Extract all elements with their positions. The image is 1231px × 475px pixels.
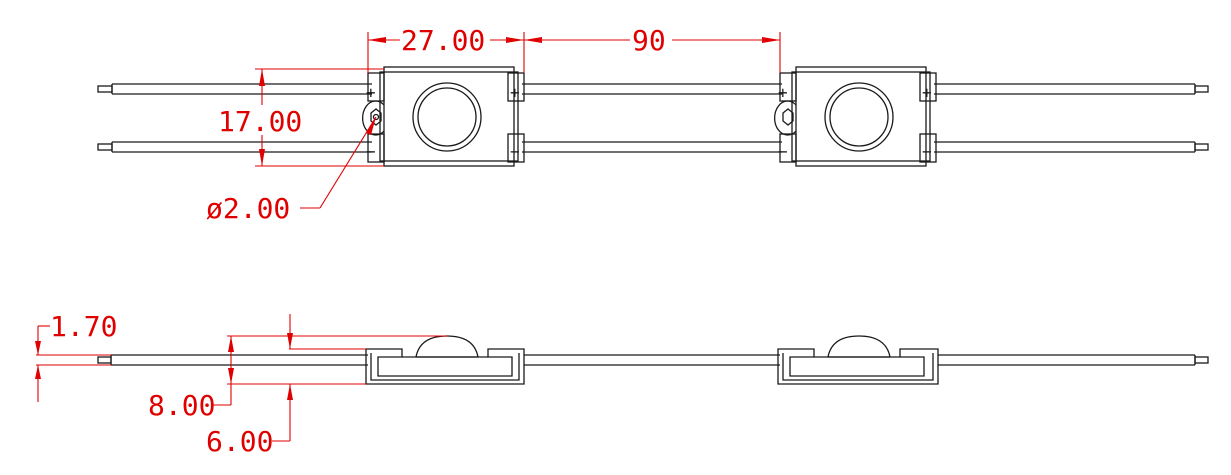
negative-symbol: −	[366, 142, 376, 161]
negative-symbol: −	[778, 142, 788, 161]
led-module-1-side	[365, 335, 525, 385]
lens-dome-icon	[415, 335, 479, 358]
top-view: + + − − + + − −	[97, 24, 1209, 225]
positive-symbol: +	[778, 83, 788, 102]
top-view-wire-positive	[97, 83, 1209, 95]
dimension-hole-diameter: ø2.00	[206, 116, 377, 225]
positive-symbol: +	[922, 83, 932, 102]
dimension-module-spacing: 90	[524, 24, 781, 73]
top-view-wire-negative	[97, 141, 1209, 153]
dimension-module-width: 17.00	[218, 68, 384, 167]
dimension-label: 90	[632, 24, 666, 57]
negative-symbol: −	[510, 142, 520, 161]
dimension-total-height: 8.00	[148, 335, 447, 422]
lens-dome-icon	[827, 335, 891, 358]
lens-icon	[412, 82, 482, 152]
led-module-2-side	[777, 335, 939, 385]
positive-symbol: +	[366, 83, 376, 102]
negative-symbol: −	[922, 142, 932, 161]
dimension-module-length: 27.00	[367, 24, 525, 73]
positive-symbol: +	[510, 83, 520, 102]
dimension-label: 8.00	[148, 389, 215, 422]
lens-icon	[824, 82, 894, 152]
side-view-wire	[97, 354, 1209, 366]
side-view: 1.70 8.00 6.00	[35, 310, 1209, 458]
dimension-label: ø2.00	[206, 192, 290, 225]
led-module-1-top: + + − −	[362, 66, 525, 167]
dimension-wire-thickness: 1.70	[35, 310, 117, 402]
dimension-label: 1.70	[50, 310, 117, 343]
dimension-label: 17.00	[218, 105, 302, 138]
dimension-label: 27.00	[401, 24, 485, 57]
dimension-body-height: 6.00	[206, 314, 366, 458]
dimension-label: 6.00	[206, 425, 273, 458]
led-module-2-top: + + − −	[774, 66, 937, 167]
